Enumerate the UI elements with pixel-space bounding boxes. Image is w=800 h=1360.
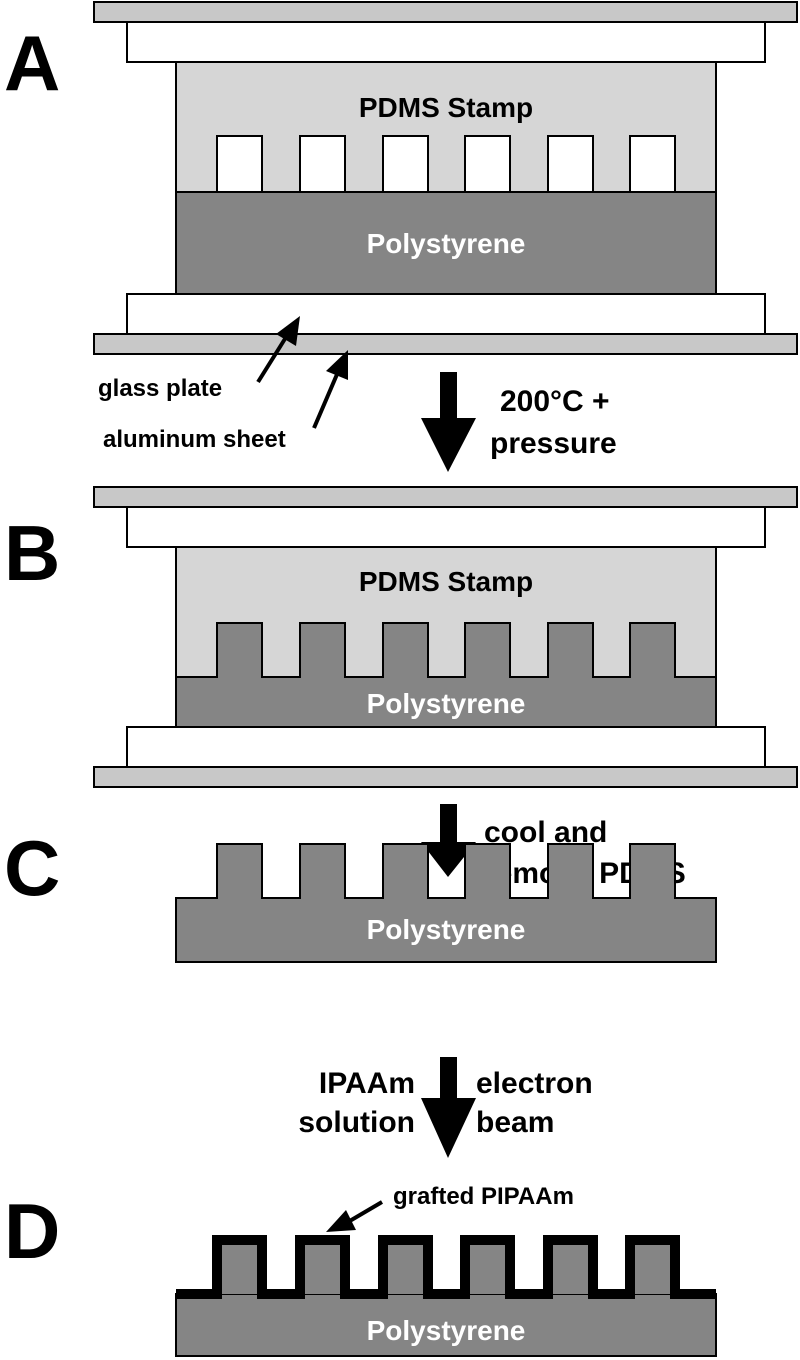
step-cd-left1: IPAAm <box>319 1067 415 1100</box>
down-arrow-icon <box>421 804 476 877</box>
step-ab-line2: pressure <box>490 427 617 460</box>
aluminum-sheet-bottom <box>93 766 798 788</box>
cavity <box>464 135 511 193</box>
polystyrene-label: Polystyrene <box>367 914 526 945</box>
aluminum-sheet-arrowhead <box>326 350 348 380</box>
step-ab-line1: 200°C + <box>500 385 610 418</box>
grafted-pipaam-label: grafted PIPAAm <box>393 1183 574 1210</box>
step-arrow-ab: 200°C + pressure <box>421 372 617 472</box>
imprinted-polystyrene <box>175 622 717 728</box>
aluminum-sheet-bottom <box>93 333 798 355</box>
grafted-pipaam-layer <box>176 1235 716 1299</box>
panel-letter-b: B <box>4 509 60 597</box>
panel-b: B PDMS Stamp Polystyrene <box>4 486 798 788</box>
cavity <box>547 135 594 193</box>
step-arrow-cd: IPAAm solution electron beam <box>298 1057 593 1158</box>
cavity <box>299 135 346 193</box>
glass-plate-bottom <box>126 293 766 335</box>
step-cd-right2: beam <box>476 1106 554 1139</box>
pdms-stamp-label: PDMS Stamp <box>359 92 533 123</box>
polystyrene-label: Polystyrene <box>367 228 526 259</box>
aluminum-sheet-top <box>93 1 798 23</box>
stamp-cavities <box>216 135 676 193</box>
pdms-stamp-label: PDMS Stamp <box>359 566 533 597</box>
panel-letter-c: C <box>4 824 60 912</box>
polystyrene-base <box>175 1293 717 1357</box>
grafted-pointer <box>346 1200 384 1224</box>
step-cd-left2: solution <box>298 1106 415 1139</box>
panel-letter-d: D <box>4 1187 60 1275</box>
down-arrow-icon <box>421 1057 476 1158</box>
cavity <box>382 135 429 193</box>
aluminum-sheet-top <box>93 486 798 508</box>
glass-plate-label: glass plate <box>98 375 222 402</box>
panel-a: A PDMS Stamp Polystyrene glass plate alu… <box>4 1 798 453</box>
pdms-stamp <box>175 546 717 678</box>
step-cd-right1: electron <box>476 1067 593 1100</box>
glass-plate-top <box>126 21 766 63</box>
glass-plate-pointer <box>256 332 290 384</box>
panel-c: C Polystyrene <box>4 824 717 963</box>
polystyrene-label: Polystyrene <box>367 1315 526 1346</box>
polystyrene-teeth <box>222 1245 670 1294</box>
aluminum-sheet-pointer <box>312 371 340 429</box>
patterned-polystyrene <box>175 843 717 963</box>
grafted-arrowhead <box>326 1210 356 1232</box>
pdms-stamp <box>175 61 717 193</box>
polystyrene-layer <box>175 191 717 295</box>
down-arrow-icon <box>421 372 476 472</box>
cavity <box>216 135 263 193</box>
glass-plate-top <box>126 506 766 548</box>
cavity <box>629 135 676 193</box>
panel-letter-a: A <box>4 19 60 107</box>
panel-d: D Polystyrene grafted PIPAAm <box>4 1183 717 1357</box>
glass-plate-arrowhead <box>276 316 300 346</box>
polystyrene-label: Polystyrene <box>367 688 526 719</box>
aluminum-sheet-label: aluminum sheet <box>103 426 286 453</box>
glass-plate-bottom <box>126 726 766 768</box>
